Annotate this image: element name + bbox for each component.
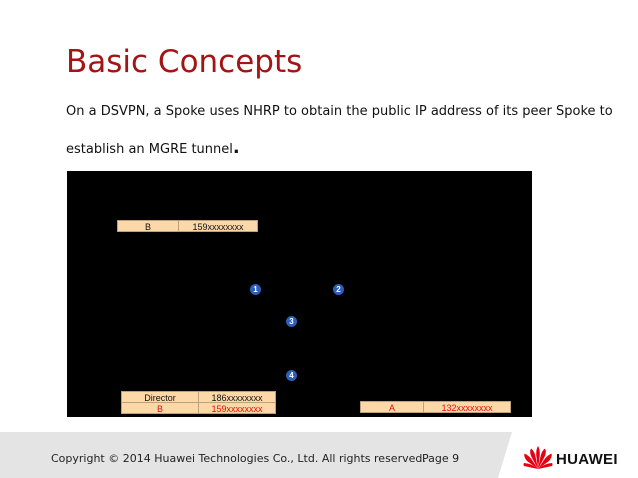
step-badge-1: 1	[250, 284, 261, 295]
body-text-line2-period: .	[232, 137, 240, 158]
right-table-value-cell: 132xxxxxxxx	[423, 401, 511, 413]
body-text-line1: On a DSVPN, a Spoke uses NHRP to obtain …	[66, 104, 613, 119]
dsvpn-diagram: B 159xxxxxxxx 1 2 3 4 Director 186xxxxxx…	[67, 171, 532, 417]
huawei-petal-logo-icon	[523, 446, 553, 469]
right-table-name-cell: A	[360, 401, 424, 413]
left-table-row2-value-cell: 159xxxxxxxx	[198, 402, 276, 414]
step-badge-3: 3	[286, 316, 297, 327]
body-text-line2-text: establish an MGRE tunnel	[66, 142, 233, 157]
step-badge-2: 2	[333, 284, 344, 295]
top-table-name-cell: B	[117, 220, 179, 232]
slide-title: Basic Concepts	[66, 44, 303, 80]
copyright-text: Copyright © 2014 Huawei Technologies Co.…	[51, 452, 426, 465]
huawei-wordmark: HUAWEI	[556, 451, 618, 468]
body-text-line2: establish an MGRE tunnel.	[66, 137, 606, 158]
top-table-value-cell: 159xxxxxxxx	[178, 220, 258, 232]
footer-bar: Copyright © 2014 Huawei Technologies Co.…	[0, 432, 638, 478]
footer-logo-area	[498, 432, 638, 478]
page-number: Page 9	[422, 452, 460, 465]
left-table-row2-name-cell: B	[121, 402, 199, 414]
step-badge-4: 4	[286, 370, 297, 381]
